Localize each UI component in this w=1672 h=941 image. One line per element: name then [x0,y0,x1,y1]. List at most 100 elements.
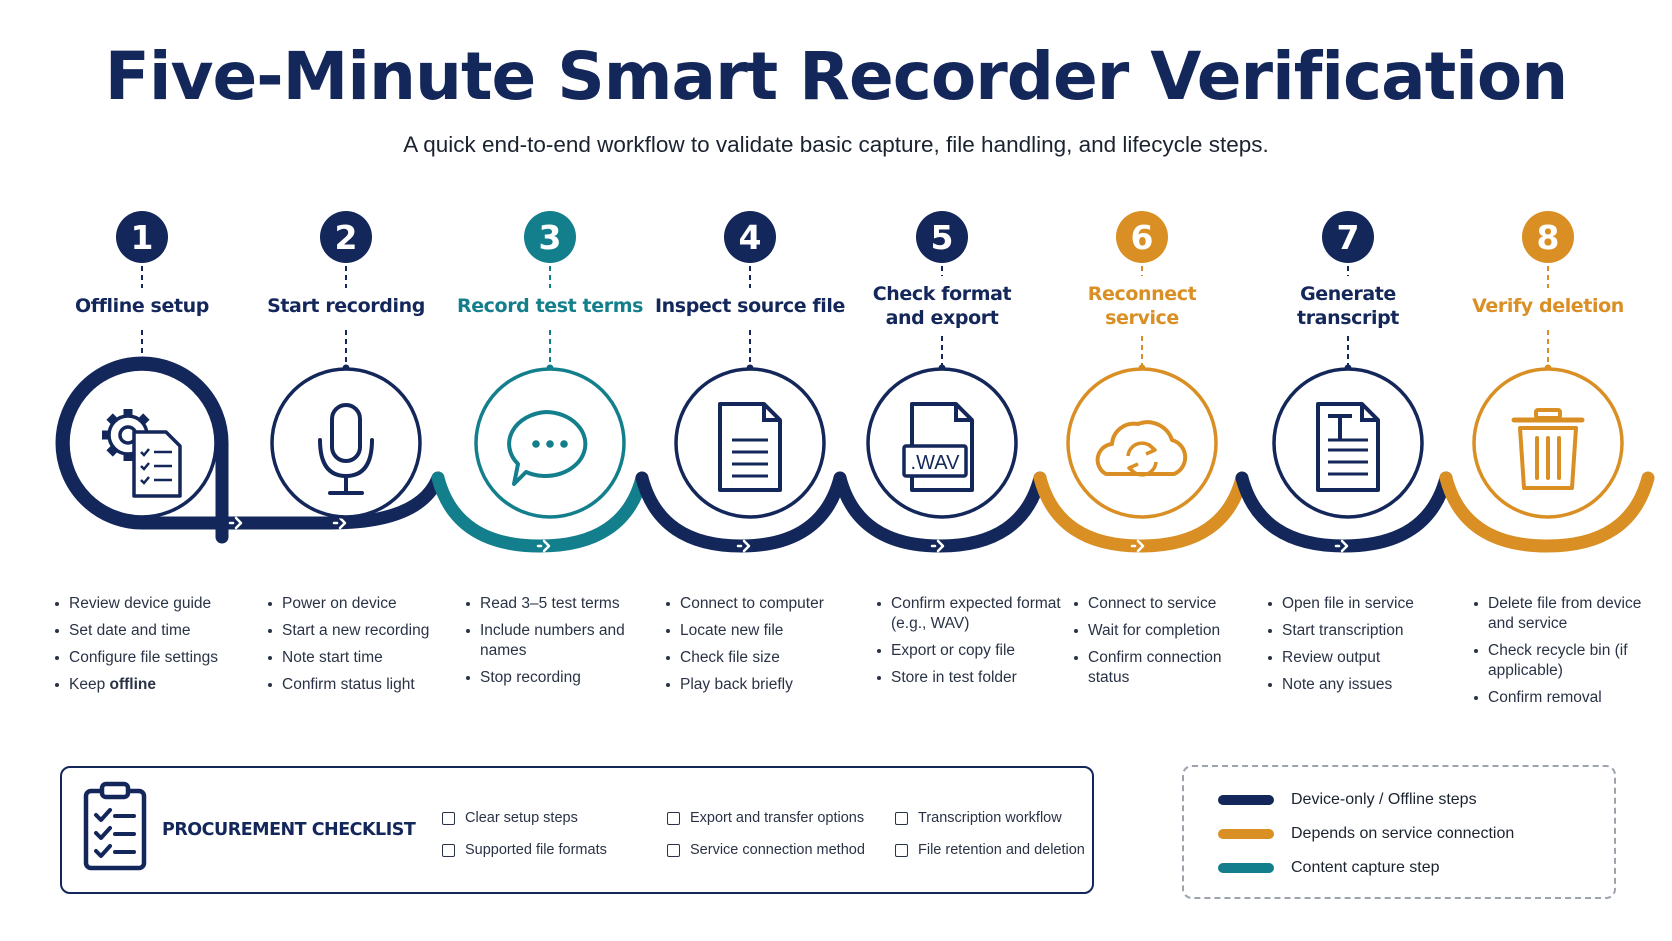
trash-icon [1511,408,1585,490]
transcript-icon [1316,402,1380,492]
chevron-arrow-icon [936,539,945,553]
legend-swatch [1218,863,1274,873]
list-item: Check file size [666,648,856,668]
chevron-arrow-icon [234,516,243,530]
wav-file-icon: .WAV [902,402,974,492]
step-circle [866,367,1018,519]
list-item: Wait for completion [1074,621,1264,641]
step-number-badge [320,211,372,263]
step-title-line: service [1105,307,1179,329]
list-item: Include numbers and names [466,621,656,661]
step-title: Verify deletion [1443,294,1653,318]
list-item: Read 3–5 test terms [466,594,656,614]
step-circle [270,367,422,519]
legend-item-device: Device-only / Offline steps [1218,791,1477,809]
list-item: Locate new file [666,621,856,641]
checklist-item[interactable]: Transcription workflow [895,810,1062,826]
flow-ribbon-segment [1033,471,1249,553]
list-item: Connect to service [1074,594,1264,614]
microphone-icon [318,403,374,495]
checklist-item[interactable]: Export and transfer options [667,810,864,826]
checklist-item[interactable]: File retention and deletion [895,842,1085,858]
checkbox[interactable] [895,811,908,825]
step-title-line: and export [885,307,999,329]
checklist-title: PROCUREMENT CHECKLIST [162,820,416,840]
list-item: Note any issues [1268,675,1458,695]
chevron-arrow-icon [338,516,347,530]
flow-ribbon-segment [55,356,445,544]
step-number-badge [724,211,776,263]
checklist-item[interactable]: Clear setup steps [442,810,578,826]
step-title-line: Check format [872,283,1012,305]
list-item: Check recycle bin (if applicable) [1474,641,1664,681]
chevron-arrow-icon [1340,539,1349,553]
legend-item-capture: Content capture step [1218,859,1440,877]
chevron-arrow-icon [742,539,751,553]
list-item: Export or copy file [877,641,1067,661]
step-number: 2 [335,218,358,257]
list-item: Note start time [268,648,458,668]
step-circle [1272,367,1424,519]
checklist-item[interactable]: Service connection method [667,842,865,858]
step-title: Offline setup [37,294,247,318]
step-4: 4 [674,211,826,519]
step-title: Start recording [241,294,451,318]
step-title-line: Record test terms [456,295,644,317]
list-item: Set date and time [55,621,245,641]
wav-label: .WAV [911,452,961,474]
document-icon [718,402,782,492]
clipboard-checklist-icon [83,781,147,871]
step-number-badge [116,211,168,263]
step-bullet-list: Confirm expected format (e.g., WAV) Expor… [877,594,1067,695]
procurement-checklist: PROCUREMENT CHECKLIST Clear setup steps … [60,766,1094,894]
step-number: 4 [739,218,762,257]
legend-item-service: Depends on service connection [1218,825,1514,843]
list-item: Review device guide [55,594,245,614]
page-subtitle: A quick end-to-end workflow to validate … [403,132,1269,157]
checklist-item[interactable]: Supported file formats [442,842,607,858]
checkbox[interactable] [667,811,680,825]
cloud-sync-icon [1095,420,1188,477]
list-item: Keep offline [55,675,245,695]
step-number-badge [1522,211,1574,263]
list-item: Play back briefly [666,675,856,695]
checkbox[interactable] [442,811,455,825]
step-1: 1 [66,211,218,519]
chevron-arrow-icon [542,539,551,553]
legend-swatch [1218,829,1274,839]
step-number-badge [916,211,968,263]
step-number: 1 [131,218,154,257]
chat-bubble-icon [507,410,588,486]
step-number-badge [524,211,576,263]
list-item: Review output [1268,648,1458,668]
checkbox[interactable] [895,843,908,857]
list-item: Confirm expected format (e.g., WAV) [877,594,1067,634]
page-title: Five-Minute Smart Recorder Verification [104,38,1568,115]
list-item: Confirm removal [1474,688,1664,708]
list-item: Stop recording [466,668,656,688]
checkbox[interactable] [442,843,455,857]
checkbox[interactable] [667,843,680,857]
step-3: 3 [474,211,626,519]
list-item: Power on device [268,594,458,614]
step-number-badge [1322,211,1374,263]
step-title: Record test terms [445,294,655,318]
step-6: 6 [1066,211,1218,519]
step-title-line: Inspect source file [655,295,845,317]
step-number: 3 [539,218,562,257]
step-title-line: Reconnect [1087,283,1197,305]
flow-ribbon-segment [1235,471,1453,553]
step-title-line: Generate [1300,283,1396,305]
step-title-line: Verify deletion [1472,295,1624,317]
step-number: 6 [1131,218,1154,257]
